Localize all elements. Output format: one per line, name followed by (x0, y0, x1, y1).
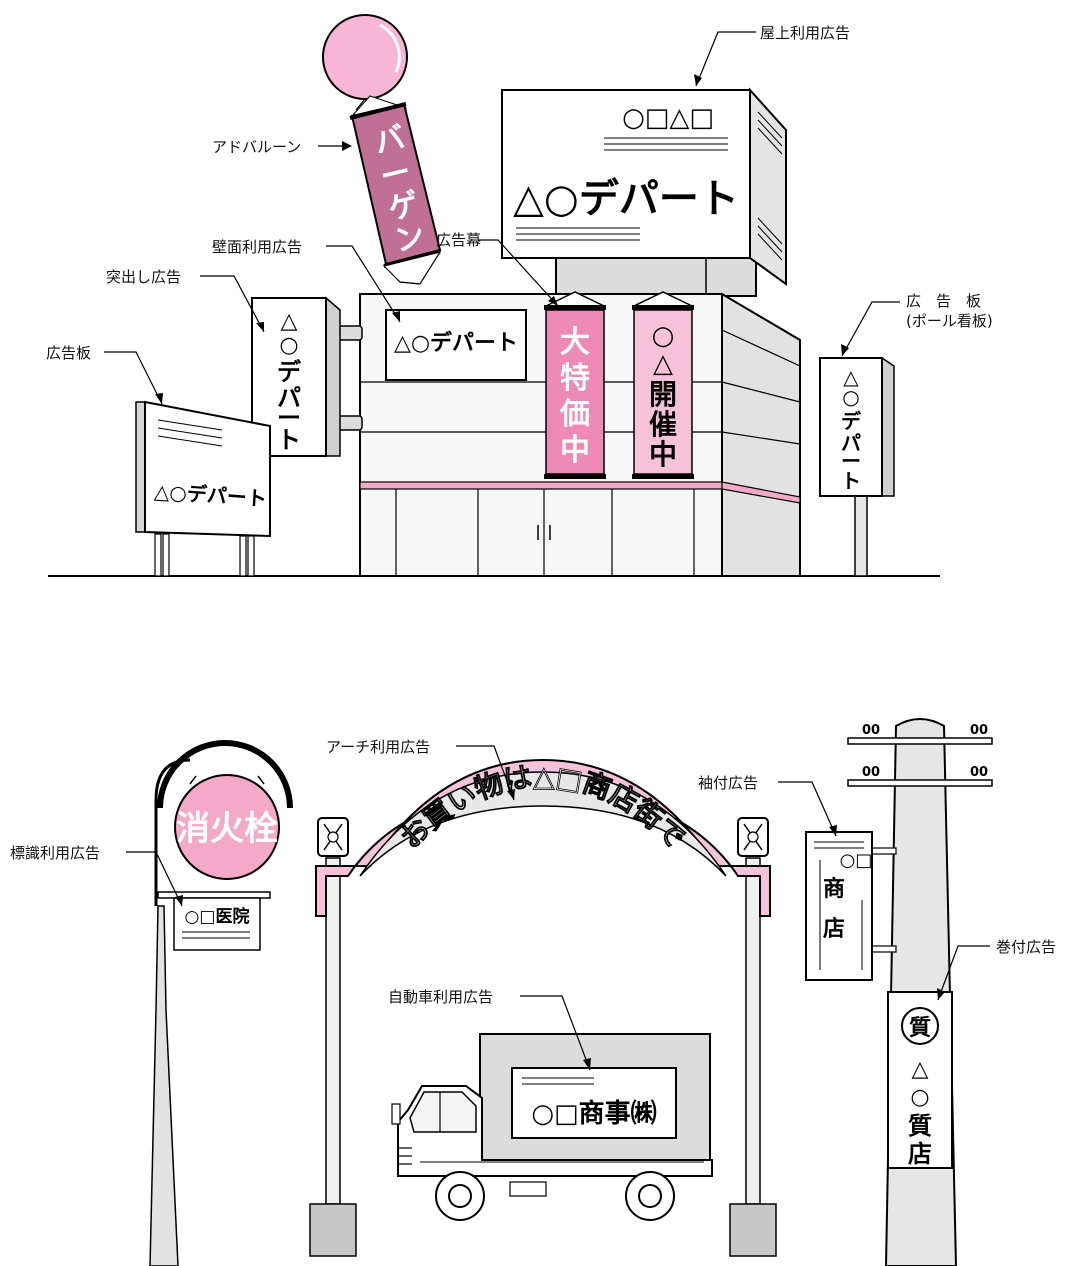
utility-pole: 00 00 00 00 質 △ ○ 質 店 ○□ 商 店 (805, 718, 993, 1266)
pole-sign: △ ○ デ パ ー ト (819, 356, 895, 577)
hydrant-sign-post: 消火栓 ○□医院 (149, 740, 293, 1266)
rooftop-sign: ○□△□ △○デパート (501, 87, 787, 286)
proj-char-5: ー (277, 404, 301, 432)
ad-balloon: バ ー ゲ ン (322, 14, 442, 285)
proj-char-6: ト (277, 426, 301, 454)
bottom-labels (126, 745, 990, 1071)
insulator-1: 00 (862, 723, 880, 738)
pole-char-3: デ (841, 409, 862, 433)
proj-char-2: ○ (279, 333, 298, 358)
pole-char-1: △ (843, 365, 859, 389)
pawn-char-4: 店 (908, 1140, 932, 1168)
pole-char-6: ト (841, 469, 861, 493)
label-pole-line2: (ポール看板) (906, 312, 993, 330)
label-arch: アーチ利用広告 (326, 738, 430, 756)
pawn-char-3: 質 (908, 1112, 932, 1140)
pawn-circle-text: 質 (909, 1016, 931, 1041)
curtain-left-char-1: 大 (560, 325, 590, 360)
rooftop-store-name: △○デパート (513, 176, 739, 222)
wall-sign: △○デパート (385, 309, 527, 381)
label-balloon: アドバルーン (212, 138, 301, 156)
department-store-building (359, 292, 801, 577)
pole-char-4: パ (841, 431, 861, 455)
curtain-right-char-5: 中 (649, 438, 677, 471)
label-wrap: 巻付広告 (996, 938, 1056, 956)
pawn-char-2: ○ (910, 1085, 929, 1110)
proj-char-3: デ (277, 358, 302, 386)
bottom-arrowheads (175, 789, 945, 1070)
curtain-right-char-4: 催 (649, 408, 677, 441)
pawn-char-1: △ (912, 1057, 929, 1082)
wall-sign-text: △○デパート (394, 330, 518, 356)
proj-char-1: △ (281, 309, 298, 334)
proj-char-4: パ (277, 384, 301, 412)
insulator-4: 00 (970, 765, 988, 780)
top-labels (104, 31, 900, 405)
label-wall: 壁面利用広告 (212, 238, 302, 256)
label-rooftop: 屋上利用広告 (760, 24, 850, 42)
truck-text: ○□商事㈱ (531, 1098, 656, 1129)
label-billboard: 広告板 (46, 344, 91, 362)
sleeve-symbol-1: ○□ (840, 850, 873, 871)
rooftop-symbols: ○□△□ (622, 103, 714, 133)
curtain-banner-left: 大 特 価 中 (544, 291, 606, 479)
arch-text-path: お買い物は△□商店街で (394, 760, 693, 856)
label-projecting: 突出し広告 (106, 268, 181, 286)
curtain-left-char-3: 価 (559, 397, 590, 432)
label-pole-line1: 広 告 板 (906, 292, 981, 310)
rooftop-support (555, 257, 757, 297)
label-sleeve: 袖付広告 (698, 774, 758, 792)
sleeve-char-1: 商 (823, 876, 845, 902)
pole-char-5: ー (841, 449, 861, 473)
insulator-2: 00 (970, 723, 988, 738)
ground-billboard: △○デパート (135, 400, 271, 577)
label-sign-use: 標識利用広告 (10, 844, 100, 862)
hydrant-text: 消火栓 (176, 809, 278, 849)
sleeve-char-2: 店 (823, 917, 845, 942)
curtain-right-char-2: △ (653, 349, 673, 379)
curtain-banner-right: ○ △ 開 催 中 (632, 291, 694, 479)
ad-truck: ○□商事㈱ (391, 1033, 713, 1221)
pole-char-2: ○ (842, 385, 859, 409)
label-vehicle: 自動車利用広告 (388, 988, 493, 1006)
curtain-left-char-4: 中 (560, 433, 590, 468)
label-banner-curtain: 広告幕 (436, 231, 481, 249)
arch-text: お買い物は△□商店街で (394, 760, 692, 855)
curtain-right-char-3: 開 (649, 378, 677, 411)
curtain-right-char-1: ○ (652, 321, 675, 351)
top-arrowheads (155, 74, 849, 404)
curtain-left-char-2: 特 (560, 361, 590, 396)
clinic-text: ○□医院 (185, 906, 250, 927)
insulator-3: 00 (862, 765, 880, 780)
